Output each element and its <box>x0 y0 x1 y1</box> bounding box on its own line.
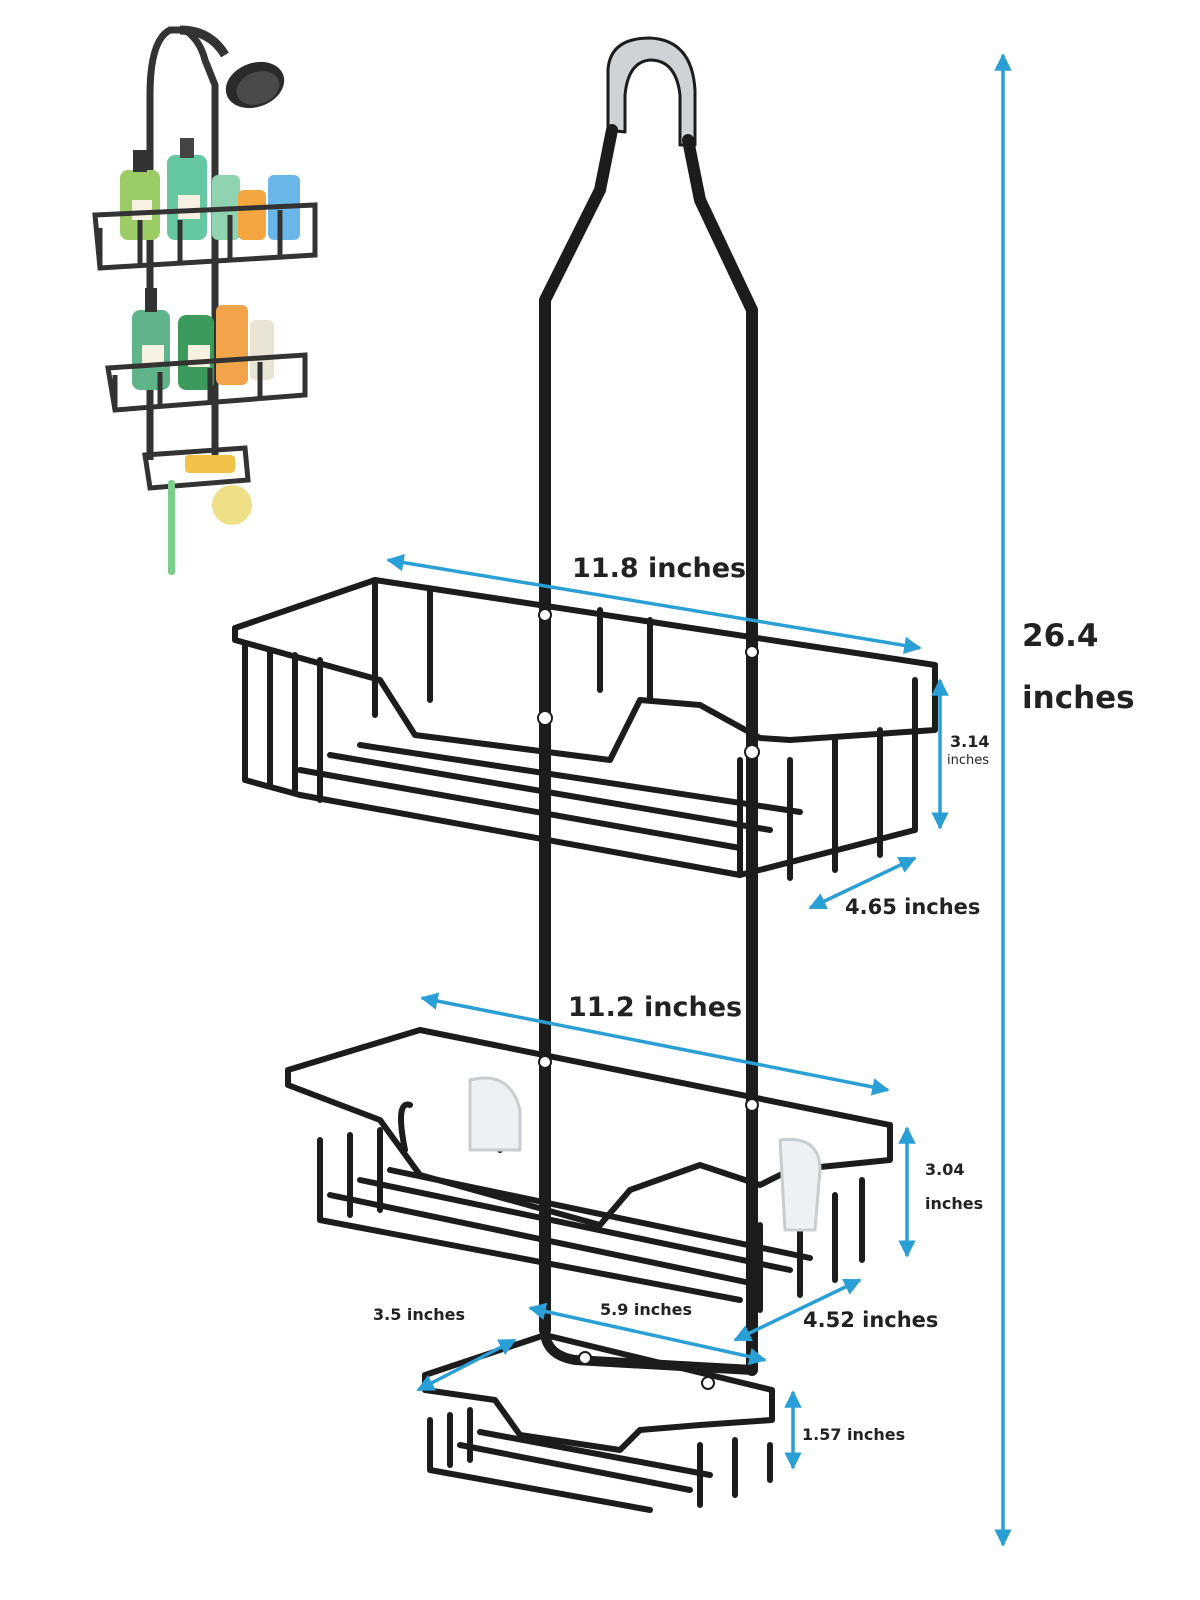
caddy-frame <box>232 36 938 1513</box>
total-height-unit: inches <box>1022 680 1135 716</box>
product-thumbnail <box>92 25 318 575</box>
hanger-right-rail <box>682 134 758 1376</box>
soap-dish-height-label: 1.57 inches <box>802 1425 906 1444</box>
soap-dish-basket <box>422 1332 775 1513</box>
arrow-top-width <box>386 553 922 655</box>
middle-shelf-height-value: 3.04 <box>925 1160 965 1179</box>
hanger-hook <box>606 36 697 147</box>
total-height-label: 26.4 inches <box>1022 605 1135 729</box>
hanger-left-rail <box>539 124 618 1336</box>
suction-cups <box>468 1076 822 1232</box>
arrow-soap-width <box>528 1302 767 1366</box>
thumb-soap-dish <box>142 445 252 575</box>
top-shelf-height-unit: inches <box>947 753 990 768</box>
arrow-middle-width <box>420 992 890 1096</box>
soap-dish-depth-label: 3.5 inches <box>373 1305 466 1324</box>
soap-dish-width-label: 5.9 inches <box>600 1300 693 1319</box>
thumb-shelf-top <box>92 202 318 271</box>
top-shelf-height-value: 3.14 <box>950 732 990 751</box>
thumb-bottles-top <box>120 138 300 240</box>
total-height-value: 26.4 <box>1022 618 1099 654</box>
arrow-soap-depth <box>416 1338 517 1392</box>
thumb-shelf-middle <box>105 352 308 413</box>
arrow-top-depth <box>808 856 917 910</box>
thumb-bottles-middle <box>132 288 274 390</box>
middle-shelf-depth-label: 4.52 inches <box>803 1308 939 1332</box>
middle-shelf-basket <box>285 1027 893 1313</box>
middle-shelf-width-label: 11.2 inches <box>568 992 743 1023</box>
shower-head-icon <box>179 25 285 109</box>
top-shelf-depth-label: 4.65 inches <box>845 895 981 919</box>
thumb-hanger <box>146 26 219 460</box>
top-shelf-width-label: 11.8 inches <box>572 553 747 584</box>
top-shelf-basket <box>232 577 938 881</box>
middle-shelf-height-unit: inches <box>925 1194 984 1213</box>
dimension-arrows <box>386 53 1012 1547</box>
